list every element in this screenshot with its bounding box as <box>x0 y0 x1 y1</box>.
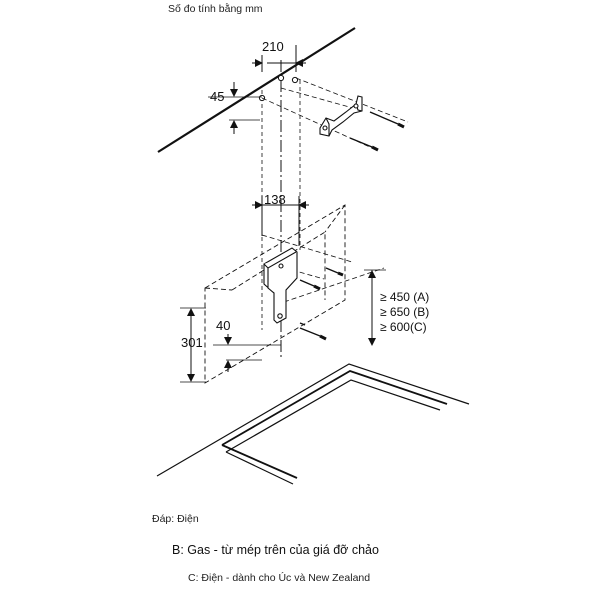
clearance-c-label: ≥ 600(C) <box>380 320 427 334</box>
dim-301-label: 301 <box>181 335 203 350</box>
caption-a: Đáp: Điện <box>152 513 199 525</box>
fixing-point-top <box>277 74 285 82</box>
caption-b: B: Gas - từ mép trên của giá đỡ chảo <box>172 543 379 557</box>
clearance-b-label: ≥ 650 (B) <box>380 305 429 319</box>
units-note: Số đo tính bằng mm <box>168 3 263 15</box>
lower-bracket <box>263 247 298 324</box>
hood-outline <box>204 204 346 384</box>
upper-screw-2 <box>349 137 379 152</box>
lower-screw-3 <box>299 327 327 341</box>
dim-138-label: 138 <box>264 192 286 207</box>
ceiling-line <box>157 27 356 153</box>
clearance-a-label: ≥ 450 (A) <box>380 290 429 304</box>
lower-screw-2 <box>325 267 344 277</box>
dim-45-label: 45 <box>210 89 224 104</box>
upper-screw-1 <box>369 111 405 129</box>
lower-screw-1 <box>299 279 321 291</box>
fixing-point-right <box>291 76 299 84</box>
upper-bracket <box>319 95 363 137</box>
cooktop <box>156 363 470 485</box>
lower-screw-4 <box>299 322 306 326</box>
dim-210-label: 210 <box>262 39 284 54</box>
dim-40-label: 40 <box>216 318 230 333</box>
caption-c: C: Điện - dành cho Úc và New Zealand <box>188 572 371 584</box>
